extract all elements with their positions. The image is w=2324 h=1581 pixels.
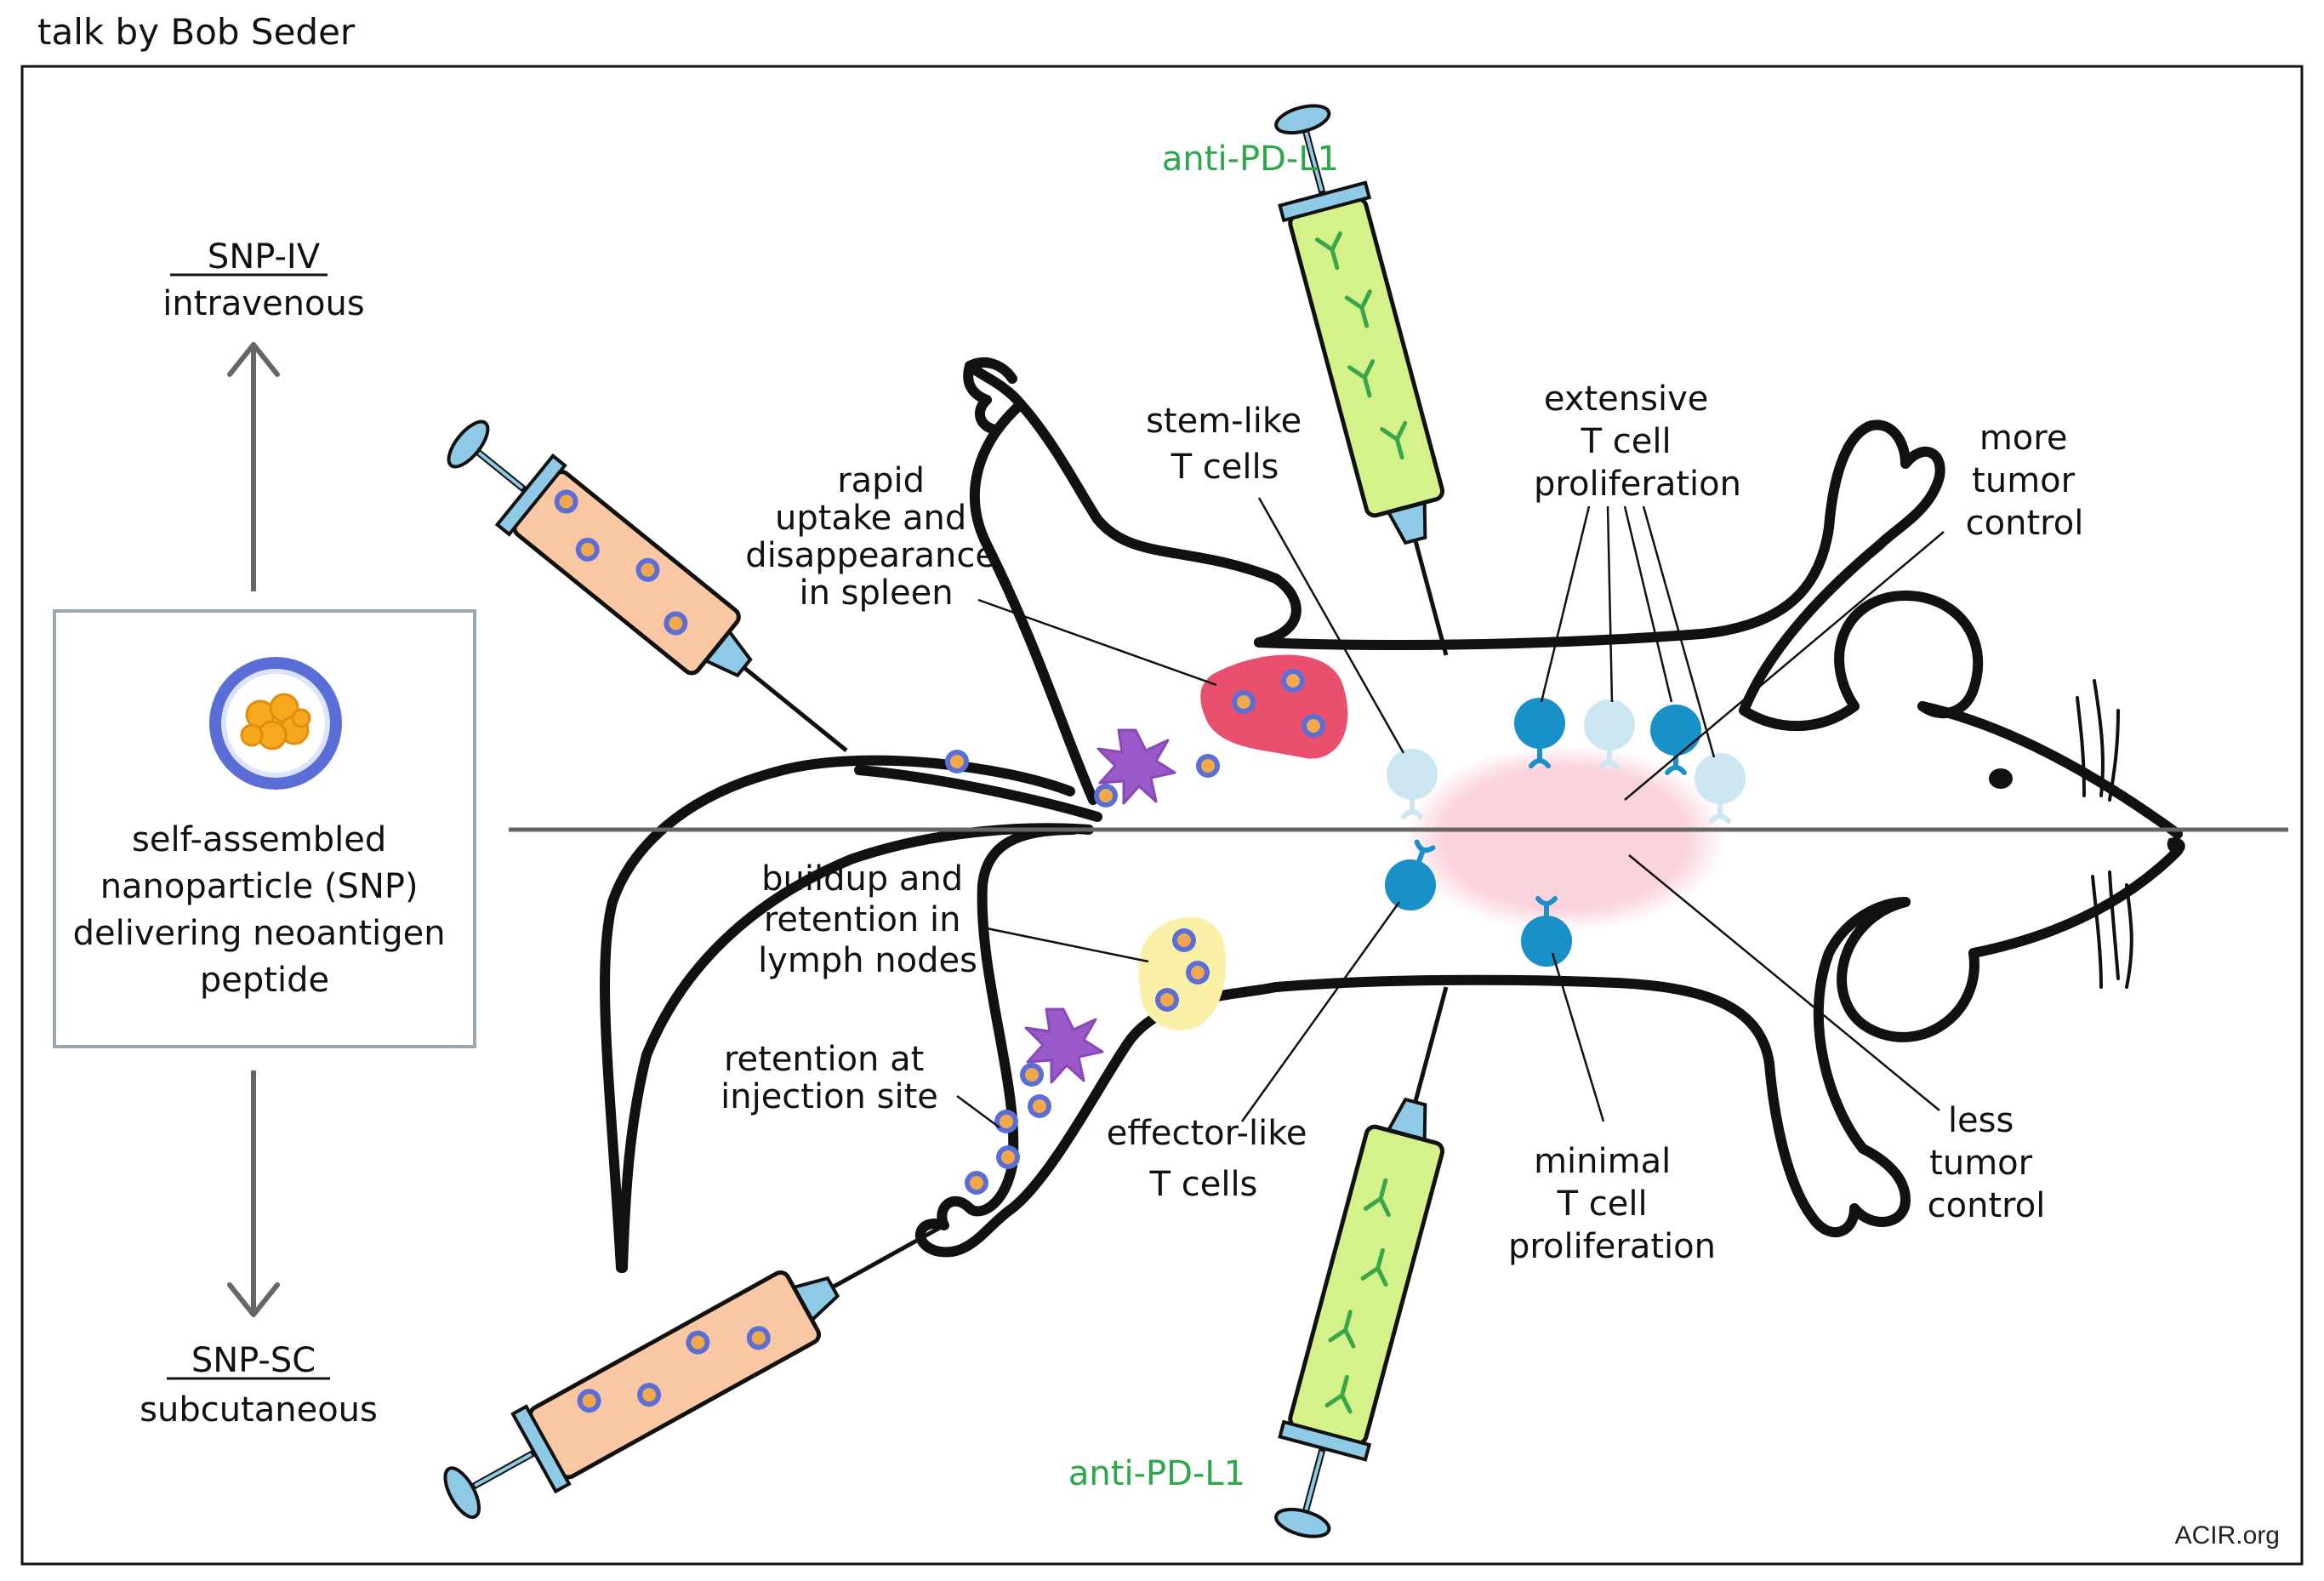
leader-lines <box>956 497 1945 1129</box>
label-minimal-line: T cell <box>1557 1184 1648 1224</box>
snp-dot <box>1196 754 1220 778</box>
snp-box-line-1: self-assembled <box>132 820 386 859</box>
label-minimal-line: minimal <box>1534 1142 1671 1181</box>
label-injection: retention at injection site <box>721 1040 938 1116</box>
label-stem-like-line: stem-like <box>1146 402 1302 441</box>
label-less-tumor: less tumor control <box>1928 1101 2046 1225</box>
label-spleen-line: rapid <box>837 461 925 500</box>
snp-dot <box>1020 1063 1044 1087</box>
route-sc-title: SNP-SC <box>191 1341 316 1380</box>
label-extensive: extensive T cell proliferation <box>1534 380 1741 504</box>
label-lymph: buildup and retention in lymph nodes <box>758 859 977 980</box>
label-effector-line: effector-like <box>1107 1114 1307 1153</box>
label-more-tumor-line: tumor <box>1972 461 2075 500</box>
label-stem-like-line: T cells <box>1171 448 1279 487</box>
label-more-tumor: more tumor control <box>1966 419 2086 543</box>
anti-pd-l1-syringe-top <box>1274 104 1449 656</box>
whiskers <box>2076 679 2133 989</box>
snp-dot <box>1028 1094 1051 1118</box>
label-extensive-line: extensive <box>1544 380 1708 419</box>
route-sc-subtitle: subcutaneous <box>140 1390 378 1430</box>
snp-box-text: self-assembled nanoparticle (SNP) delive… <box>73 820 457 1000</box>
snp-syringe-sc <box>443 1223 946 1519</box>
label-less-tumor-line: less <box>1948 1101 2014 1140</box>
snp-dot <box>1232 690 1256 714</box>
label-extensive-line: T cell <box>1581 422 1672 461</box>
snp-syringe-iv <box>447 420 848 752</box>
mouse-eye <box>1989 768 2013 789</box>
tumor <box>1404 745 1727 932</box>
snp-box-line-3: delivering neoantigen <box>73 914 446 953</box>
snp-dot <box>1094 784 1118 808</box>
label-lymph-line: lymph nodes <box>758 941 977 980</box>
route-iv-title: SNP-IV <box>208 237 321 277</box>
label-less-tumor-line: control <box>1928 1186 2046 1225</box>
snp-dot <box>994 1110 1018 1133</box>
anti-pd-l1-label-top: anti-PD-L1 <box>1162 140 1339 179</box>
snp-dot <box>1155 988 1179 1012</box>
anti-pd-l1-label-bottom: anti-PD-L1 <box>1068 1454 1245 1493</box>
label-spleen-line: in spleen <box>799 574 953 613</box>
snp-box-line-2: nanoparticle (SNP) <box>100 867 419 906</box>
snp-box-line-4: peptide <box>200 961 329 1000</box>
nanoparticle-icon <box>209 657 342 790</box>
route-sc: SNP-SC subcutaneous <box>140 1341 378 1430</box>
snp-dot <box>945 750 969 773</box>
snp-dot <box>1302 714 1325 738</box>
label-spleen-line: uptake and <box>775 499 966 538</box>
mouse-nose <box>2167 837 2185 855</box>
spleen <box>1200 654 1348 759</box>
label-minimal: minimal T cell proliferation <box>1508 1142 1716 1266</box>
label-injection-line: injection site <box>721 1077 938 1116</box>
up-arrow <box>227 342 280 591</box>
label-more-tumor-line: control <box>1966 504 2084 543</box>
label-stem-like: stem-like T cells <box>1146 402 1313 487</box>
figure-frame <box>20 65 2304 1566</box>
website-text: ACIR.org <box>2175 1521 2280 1550</box>
label-minimal-line: proliferation <box>1508 1227 1716 1266</box>
label-more-tumor-line: more <box>1979 419 2068 458</box>
anti-pd-l1-syringe-bottom <box>1274 986 1449 1538</box>
label-injection-line: retention at <box>724 1040 924 1079</box>
snp-dot <box>1281 669 1305 693</box>
label-effector-line: T cells <box>1149 1165 1258 1204</box>
label-lymph-line: retention in <box>764 900 961 939</box>
label-lymph-line: buildup and <box>761 859 963 899</box>
route-iv: SNP-IV intravenous <box>162 237 364 323</box>
down-arrow <box>227 1070 280 1317</box>
snp-dot <box>1172 928 1196 952</box>
credit-text: talk by Bob Seder <box>37 11 356 53</box>
mouse-lower-outline <box>618 823 2183 1273</box>
snp-dot <box>996 1145 1020 1169</box>
snp-dot <box>965 1171 988 1195</box>
label-effector: effector-like T cells <box>1107 1114 1319 1204</box>
label-spleen-line: disappearance <box>745 536 996 575</box>
label-extensive-line: proliferation <box>1534 465 1741 504</box>
snp-dot <box>1186 961 1210 985</box>
label-spleen: rapid uptake and disappearance in spleen <box>745 461 1006 613</box>
mouse-upper-outline <box>600 357 2183 1273</box>
label-less-tumor-line: tumor <box>1929 1144 2032 1183</box>
route-iv-subtitle: intravenous <box>162 284 364 323</box>
